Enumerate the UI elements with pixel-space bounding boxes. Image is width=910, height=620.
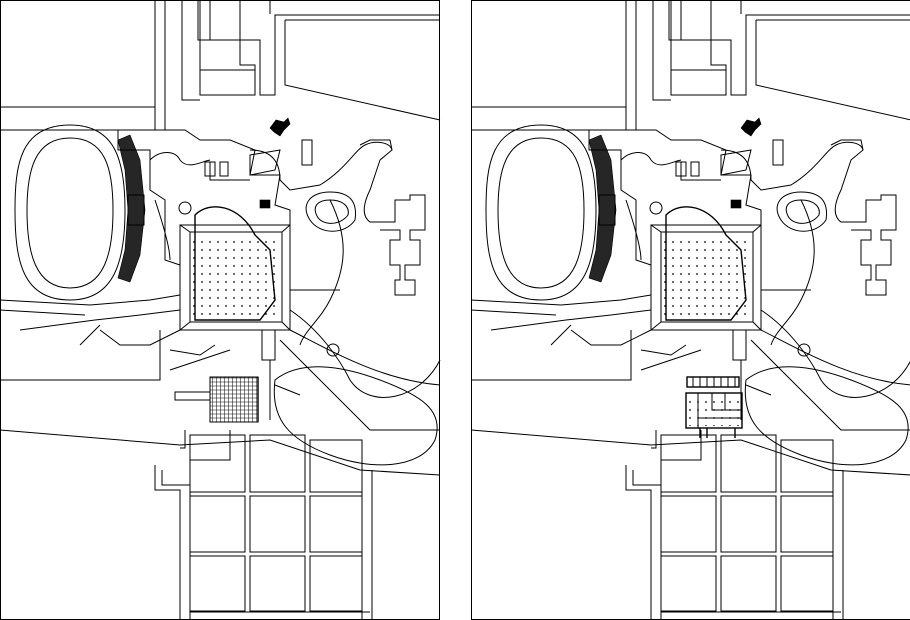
site-plan-left bbox=[0, 0, 441, 620]
proposed-building-block-left bbox=[174, 376, 259, 423]
site-plan-right bbox=[470, 0, 910, 620]
proposed-building-detail-right bbox=[685, 376, 743, 438]
